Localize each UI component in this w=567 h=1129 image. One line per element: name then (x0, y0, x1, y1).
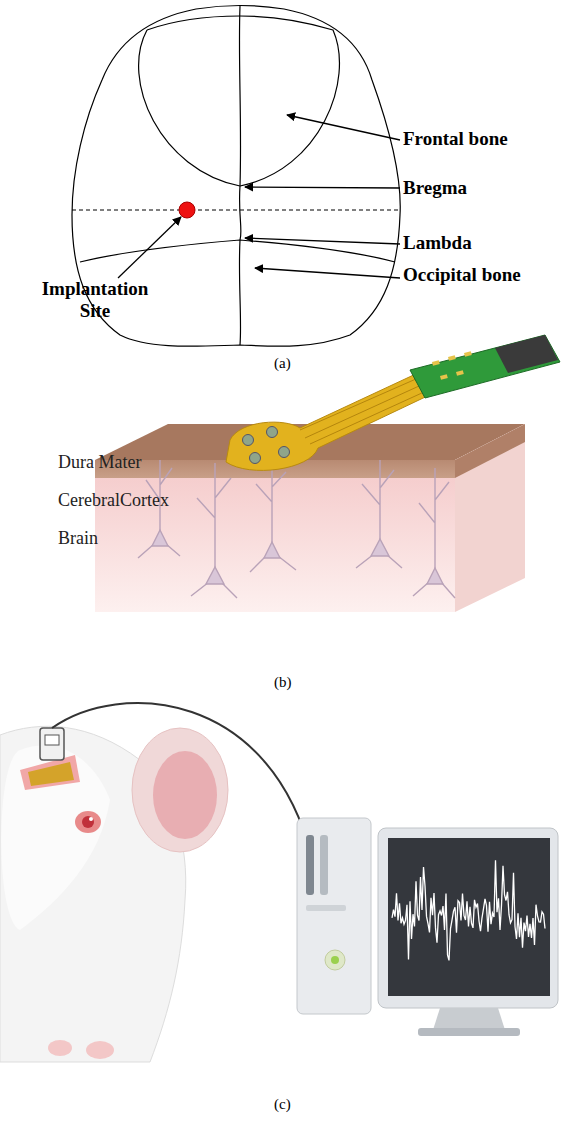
monitor (378, 828, 558, 1036)
cable (52, 703, 312, 858)
panel-label: (c) (274, 1096, 291, 1113)
layer-label: Brain (58, 528, 98, 549)
computer-tower (297, 818, 371, 1014)
implantation-dot (179, 202, 195, 218)
leader-arrows (118, 115, 400, 278)
landmark-label: Bregma (403, 177, 467, 199)
flexible-electrode (226, 335, 560, 470)
layer-label: CerebralCortex (58, 490, 169, 511)
layer-label: Dura Mater (58, 452, 141, 473)
neurons (138, 460, 455, 598)
landmark-label: Lambda (403, 232, 472, 254)
bone-label: Frontal bone (403, 128, 508, 150)
site-label: Implantation Site (30, 278, 160, 322)
bone-label: Occipital bone (403, 264, 521, 286)
signal-waveform (392, 860, 545, 960)
panel-label: (a) (274, 355, 291, 372)
dashed-line (72, 210, 400, 211)
rat (0, 726, 228, 1062)
panel-label: (b) (274, 674, 292, 691)
